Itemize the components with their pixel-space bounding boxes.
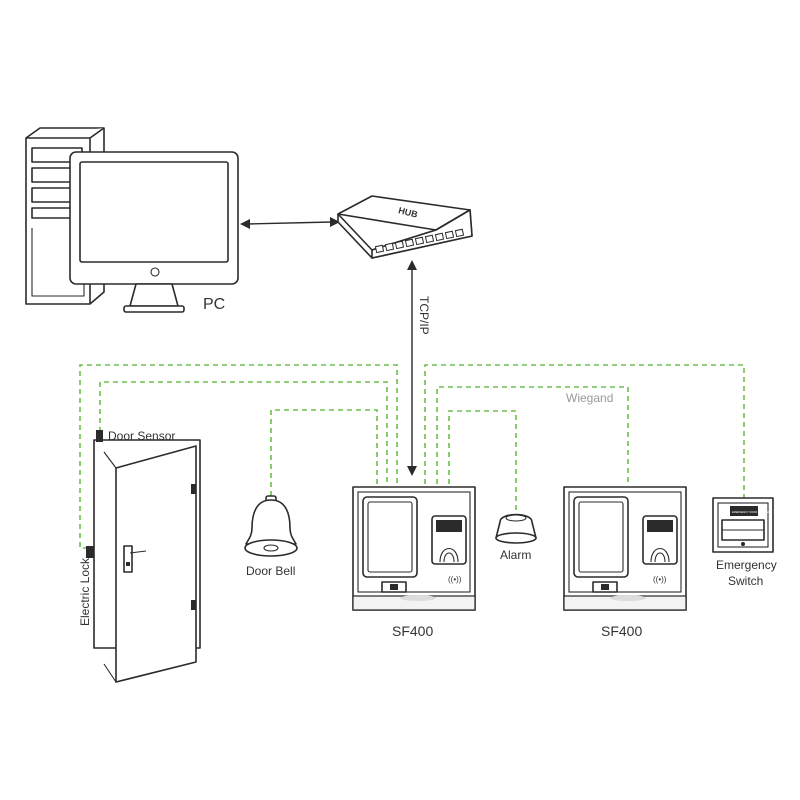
svg-text:((•)): ((•)) bbox=[653, 575, 667, 584]
wire-wiegand bbox=[436, 386, 629, 484]
svg-text:((•)): ((•)) bbox=[448, 575, 462, 584]
alarm-label: Alarm bbox=[500, 548, 531, 562]
wire-door-bell bbox=[270, 409, 378, 496]
wiring bbox=[79, 364, 745, 549]
arrow-down-icon bbox=[407, 466, 417, 476]
wire-alarm bbox=[448, 410, 517, 510]
door-bell-label: Door Bell bbox=[246, 564, 295, 578]
tcpip-label: TCP/IP bbox=[417, 296, 431, 335]
emergency-plate-label: EMERGENCY DOOR RELEASE bbox=[732, 510, 770, 514]
door-sensor-icon bbox=[96, 430, 103, 442]
alarm-icon bbox=[495, 513, 537, 544]
emergency-label-line2: Switch bbox=[728, 574, 763, 588]
pc-label: PC bbox=[203, 296, 225, 313]
network-hub-icon: HUB bbox=[337, 195, 473, 259]
wire-door-sensor bbox=[99, 381, 388, 484]
wire-emergency-switch bbox=[424, 364, 745, 498]
electric-lock-label: Electric Lock bbox=[78, 557, 92, 626]
door-sensor-label: Door Sensor bbox=[108, 429, 175, 443]
emergency-label-line1: Emergency bbox=[716, 558, 777, 572]
electric-lock-icon bbox=[86, 546, 94, 558]
wire-electric-lock bbox=[79, 364, 398, 549]
monitor-icon bbox=[69, 151, 239, 313]
network-links bbox=[240, 217, 417, 476]
wiegand-label: Wiegand bbox=[566, 391, 613, 405]
device-1-label: SF400 bbox=[392, 623, 433, 639]
terminal-icon: ((•)) bbox=[352, 486, 476, 611]
arrow-up-icon bbox=[407, 260, 417, 270]
terminal-icon: ((•)) bbox=[563, 486, 687, 611]
emergency-switch-icon: EMERGENCY DOOR RELEASE bbox=[712, 497, 774, 553]
door-icon bbox=[86, 430, 201, 683]
device-2-label: SF400 bbox=[601, 623, 642, 639]
arrow-left-icon bbox=[240, 219, 250, 229]
arrow-right-icon bbox=[330, 217, 340, 227]
hub-label: HUB bbox=[397, 205, 419, 220]
door-bell-icon bbox=[244, 495, 298, 557]
